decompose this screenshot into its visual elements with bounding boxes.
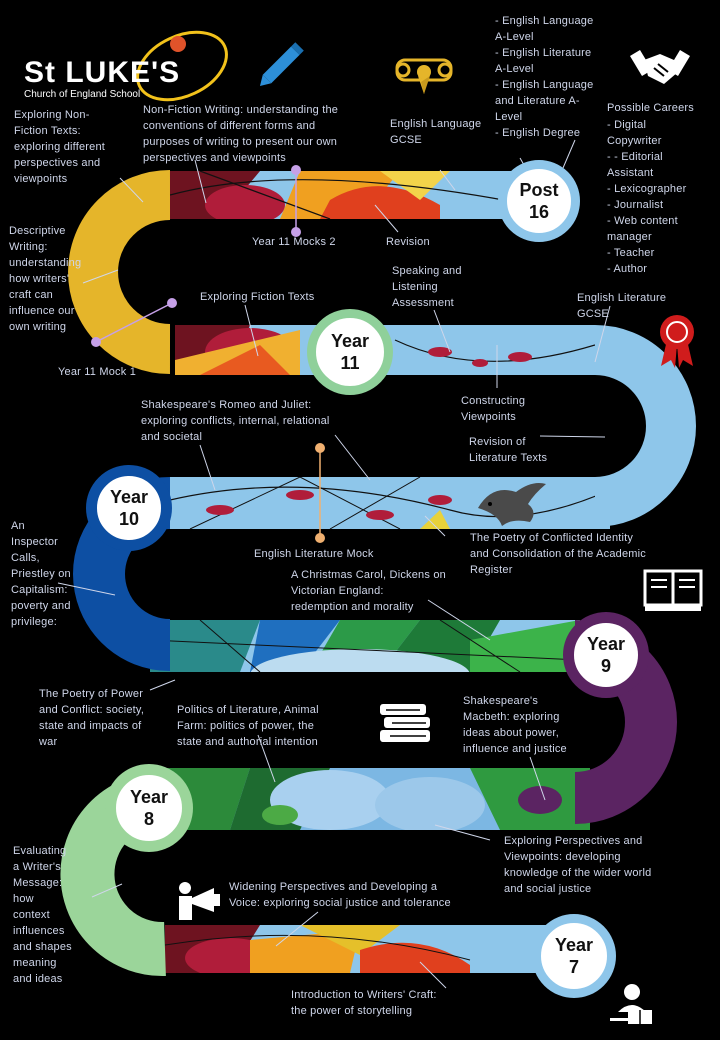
label-descriptive: Descriptive Writing: understanding how w… xyxy=(9,225,82,333)
label-speaking: Speaking and Listening Assessment xyxy=(392,265,462,309)
stage-year-9-line2: 9 xyxy=(600,656,611,676)
label-conflicted: The Poetry of Conflicted Identity and Co… xyxy=(470,532,646,576)
stage-year-11: Year 11 xyxy=(307,309,393,395)
careers-title: Possible Careers xyxy=(607,102,694,114)
label-constructing: Constructing Viewpoints xyxy=(461,395,526,423)
award-ribbon-icon xyxy=(660,315,694,368)
label-fiction: Exploring Fiction Texts xyxy=(200,291,315,303)
student-reading-icon xyxy=(610,984,652,1024)
pencil-icon xyxy=(259,42,304,87)
stage-year-7: Year 7 xyxy=(532,914,616,998)
label-widening: Widening Perspectives and Developing a V… xyxy=(229,881,451,909)
label-non-fiction-writing: Non-Fiction Writing: understanding the c… xyxy=(143,104,339,164)
label-inspector: An Inspector Calls, Priestley on Capital… xyxy=(11,520,71,628)
label-eng-lang-gcse: English Language GCSE xyxy=(390,118,482,146)
label-revision: Revision xyxy=(386,236,430,248)
stage-post16: Post 16 xyxy=(498,160,580,242)
stage-year-9-line1: Year xyxy=(586,634,626,654)
label-revision-lit: Revision of Literature Texts xyxy=(469,436,548,464)
open-book-icon xyxy=(643,569,703,611)
label-romeo: Shakespeare's Romeo and Juliet: explorin… xyxy=(141,399,330,443)
label-christmas: A Christmas Carol, Dickens on Victorian … xyxy=(291,569,446,613)
stage-year-11-line1: Year xyxy=(330,331,370,351)
stage-year-10: Year 10 xyxy=(86,465,172,551)
stage-year-10-line1: Year xyxy=(109,487,149,507)
stage-year-7-line2: 7 xyxy=(568,957,579,977)
label-macbeth: Shakespeare's Macbeth: exploring ideas a… xyxy=(463,695,567,755)
label-evaluating: Evaluating a Writer's Message: how conte… xyxy=(13,845,72,985)
label-non-fiction-texts: Exploring Non- Fiction Texts: exploring … xyxy=(14,109,106,185)
stage-post16-line1: Post xyxy=(519,180,559,200)
careers-list: - Digital Copywriter - - Editorial Assis… xyxy=(607,119,687,275)
school-logo: St LUKE'S Church of England School xyxy=(24,56,181,101)
label-intro: Introduction to Writers' Craft: the powe… xyxy=(291,989,437,1017)
stage-post16-line2: 16 xyxy=(528,202,550,222)
stage-year-7-line1: Year xyxy=(554,935,594,955)
label-mock-1: Year 11 Mock 1 xyxy=(58,366,137,378)
label-lit-mock: English Literature Mock xyxy=(254,548,374,560)
stage-year-8-line1: Year xyxy=(129,787,169,807)
stage-year-10-line2: 10 xyxy=(118,509,140,529)
handshake-icon xyxy=(630,50,690,84)
label-power-poetry: The Poetry of Power and Conflict: societ… xyxy=(39,688,145,748)
label-perspectives: Exploring Perspectives and Viewpoints: d… xyxy=(504,835,652,895)
stage-year-11-line2: 11 xyxy=(340,353,360,373)
label-mocks-2: Year 11 Mocks 2 xyxy=(252,236,336,248)
post16-options: - English Language A-Level - English Lit… xyxy=(495,15,594,139)
label-politics: Politics of Literature, Animal Farm: pol… xyxy=(177,704,319,748)
megaphone-speaker-icon xyxy=(179,882,220,920)
label-eng-lit-gcse: English Literature GCSE xyxy=(577,292,667,320)
stage-year-8: Year 8 xyxy=(105,764,193,852)
logo-name: St LUKE'S xyxy=(24,56,181,89)
stage-year-9: Year 9 xyxy=(563,612,649,698)
logo-subtitle: Church of England School xyxy=(24,89,141,100)
stage-year-8-line2: 8 xyxy=(143,809,154,829)
book-stack-icon xyxy=(380,704,430,742)
certificate-icon xyxy=(395,58,453,94)
dove-icon xyxy=(478,483,546,526)
